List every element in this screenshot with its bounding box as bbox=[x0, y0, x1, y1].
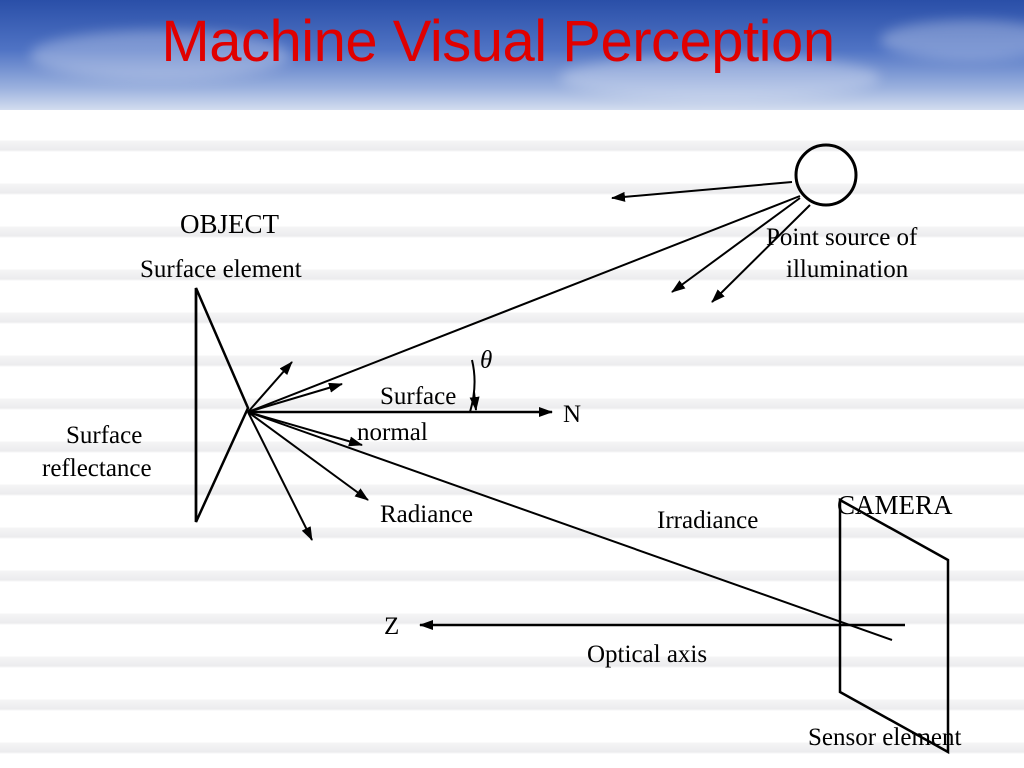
reflected-ray bbox=[247, 361, 293, 413]
sky-cloud bbox=[30, 30, 290, 80]
reflected-ray bbox=[247, 411, 369, 501]
slide-title: Machine Visual Perception bbox=[161, 9, 835, 74]
normal-n-label: N bbox=[563, 401, 581, 428]
surface-normal-label-line1: Surface bbox=[380, 383, 456, 410]
surface-element-shape bbox=[194, 287, 250, 523]
illumination-ray bbox=[611, 181, 793, 202]
incident-ray bbox=[247, 195, 801, 413]
theta-label: θ bbox=[480, 347, 492, 374]
reflected-ray bbox=[247, 382, 343, 413]
reflected-ray bbox=[247, 411, 313, 541]
sensor-element-shape bbox=[838, 497, 950, 755]
sensor-element-label: Sensor element bbox=[808, 724, 961, 751]
illumination-ray bbox=[711, 204, 811, 303]
object-label: OBJECT bbox=[180, 209, 280, 239]
scanned-page-background bbox=[0, 110, 1024, 768]
camera-ray bbox=[247, 411, 893, 641]
theta-arc bbox=[469, 359, 476, 413]
surface-reflectance-label-line1: Surface bbox=[66, 422, 142, 449]
sky-cloud bbox=[880, 20, 1024, 60]
irradiance-label: Irradiance bbox=[657, 507, 758, 534]
optical-axis-label: Optical axis bbox=[587, 641, 707, 668]
radiance-label: Radiance bbox=[380, 501, 473, 528]
point-source-label-line2: illumination bbox=[786, 256, 909, 283]
surface-normal-label-line2: normal bbox=[357, 419, 428, 446]
title-banner: Machine Visual Perception bbox=[0, 0, 1024, 110]
camera-label: CAMERA bbox=[837, 490, 953, 520]
sky-cloud bbox=[560, 55, 880, 100]
reflected-ray bbox=[247, 411, 363, 447]
point-source-circle bbox=[794, 143, 858, 207]
z-label: Z bbox=[384, 613, 399, 640]
surface-reflectance-label-line2: reflectance bbox=[42, 455, 152, 482]
point-source-label-line1: Point source of bbox=[766, 224, 918, 251]
illumination-ray bbox=[671, 197, 801, 293]
theta-arrow-tick bbox=[469, 391, 480, 411]
surface-element-label: Surface element bbox=[140, 256, 302, 283]
